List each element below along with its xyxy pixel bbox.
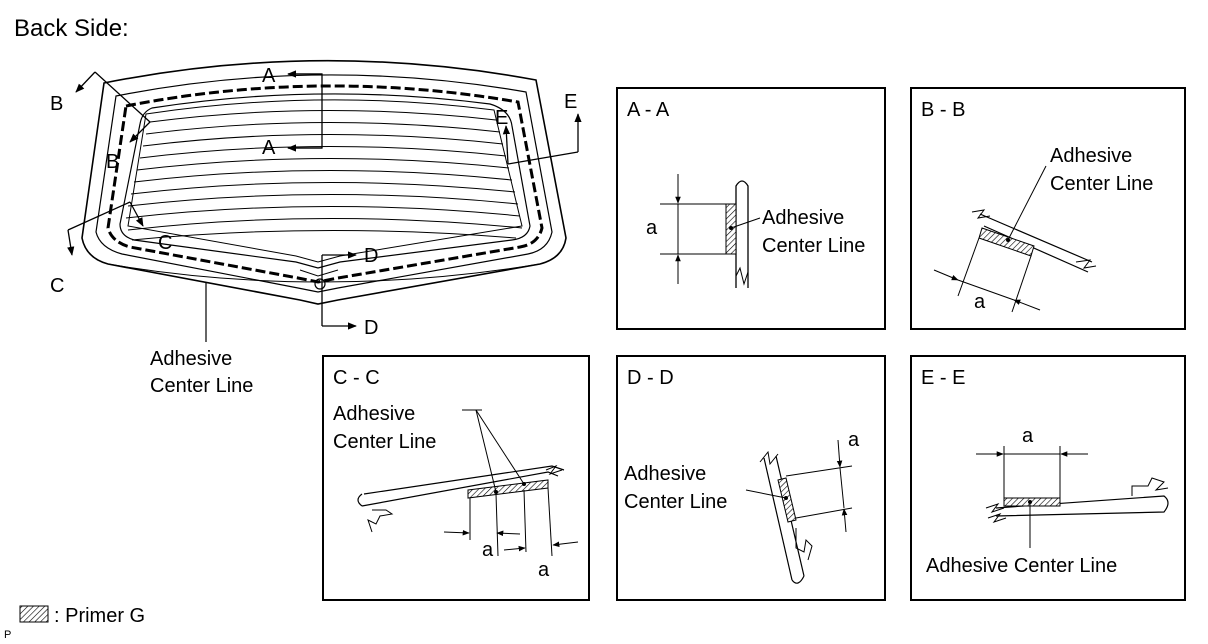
panel-b-b-label-1: Adhesive	[1050, 145, 1132, 167]
section-cut-e	[502, 113, 582, 165]
panel-a-a-dim: a	[646, 217, 658, 239]
primer-strip-d	[777, 477, 797, 523]
label-b-inner: B	[106, 151, 119, 173]
panel-e-e-title: E - E	[921, 367, 965, 389]
section-cut-c	[67, 201, 144, 256]
panel-c-c: C - C Adhesive Center Line a a	[322, 355, 590, 601]
panel-c-c-label-1: Adhesive	[333, 403, 415, 425]
label-c-inner: C	[158, 232, 172, 254]
section-cut-d	[321, 251, 357, 330]
panel-d-d-dim: a	[848, 429, 860, 451]
section-cut-b	[75, 71, 151, 143]
panel-d-d-label-2: Center Line	[624, 491, 727, 513]
panel-c-c-dim-1: a	[482, 539, 494, 561]
panel-a-a-label-2: Center Line	[762, 235, 865, 257]
panel-a-a-label-1: Adhesive	[762, 207, 844, 229]
diagram-title: Back Side:	[14, 15, 129, 42]
glass-outer-edge	[81, 59, 567, 305]
panel-b-b-dim: a	[974, 291, 986, 313]
legend-text: : Primer G	[54, 605, 145, 627]
primer-strip-c	[467, 479, 549, 499]
panel-e-e-label: Adhesive Center Line	[926, 555, 1117, 577]
label-a-bottom: A	[262, 137, 276, 159]
overview-adhesive-label-2: Center Line	[150, 375, 253, 397]
panel-b-b-label-2: Center Line	[1050, 173, 1153, 195]
label-c-outer: C	[50, 275, 64, 297]
panel-d-d-label-1: Adhesive	[624, 463, 706, 485]
label-d-bottom: D	[364, 317, 378, 339]
panel-b-b-title: B - B	[921, 99, 965, 121]
panel-e-e: E - E Adhesive Center Line a	[910, 355, 1186, 601]
label-b-outer: B	[50, 93, 63, 115]
panel-a-a-title: A - A	[627, 99, 670, 121]
panel-c-c-dim-2: a	[538, 559, 550, 581]
defogger-area	[119, 93, 531, 269]
corner-mark: P	[4, 629, 11, 641]
panel-d-d-title: D - D	[627, 367, 674, 389]
defogger-heater-lines	[125, 109, 523, 241]
legend-primer-swatch	[19, 605, 49, 623]
panel-a-a: A - A a Adhesive Center Line	[616, 87, 886, 330]
panel-c-c-label-2: Center Line	[333, 431, 436, 453]
label-a-top: A	[262, 65, 276, 87]
primer-strip-b	[978, 227, 1035, 257]
glass-inner-edge	[95, 74, 553, 293]
panel-e-e-dim: a	[1022, 425, 1034, 447]
label-d-top: D	[364, 245, 378, 267]
panel-b-b: B - B Adhesive Center Line a	[910, 87, 1186, 330]
panel-c-c-title: C - C	[333, 367, 380, 389]
legend: : Primer G	[19, 605, 145, 627]
panel-d-d: D - D Adhesive Center Line a	[616, 355, 886, 601]
overview-adhesive-label-1: Adhesive	[150, 348, 232, 370]
section-cut-a	[287, 70, 323, 152]
adhesive-bead-path	[106, 84, 544, 284]
label-e-outer: E	[564, 91, 577, 113]
label-e-inner: E	[495, 107, 508, 129]
